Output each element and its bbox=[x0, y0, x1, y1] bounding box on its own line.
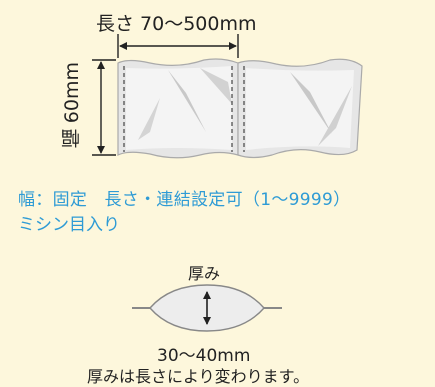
length-label: 長さ 70～500mm bbox=[96, 13, 257, 35]
air-cushion-bag-1 bbox=[117, 58, 239, 159]
perforation-note: ミシン目入り bbox=[18, 215, 120, 235]
thickness-note: 厚みは長さにより変わります。 bbox=[87, 367, 310, 386]
thickness-range: 30～40mm bbox=[157, 346, 251, 366]
air-cushion-bag-2 bbox=[237, 58, 363, 159]
length-dimension-arrow bbox=[117, 34, 239, 58]
thickness-label: 厚み bbox=[188, 264, 221, 283]
thickness-cross-section bbox=[132, 284, 282, 332]
spec-description: 幅：固定 長さ・連結設定可（1～9999） bbox=[18, 190, 351, 210]
width-dimension-arrow bbox=[92, 59, 116, 156]
